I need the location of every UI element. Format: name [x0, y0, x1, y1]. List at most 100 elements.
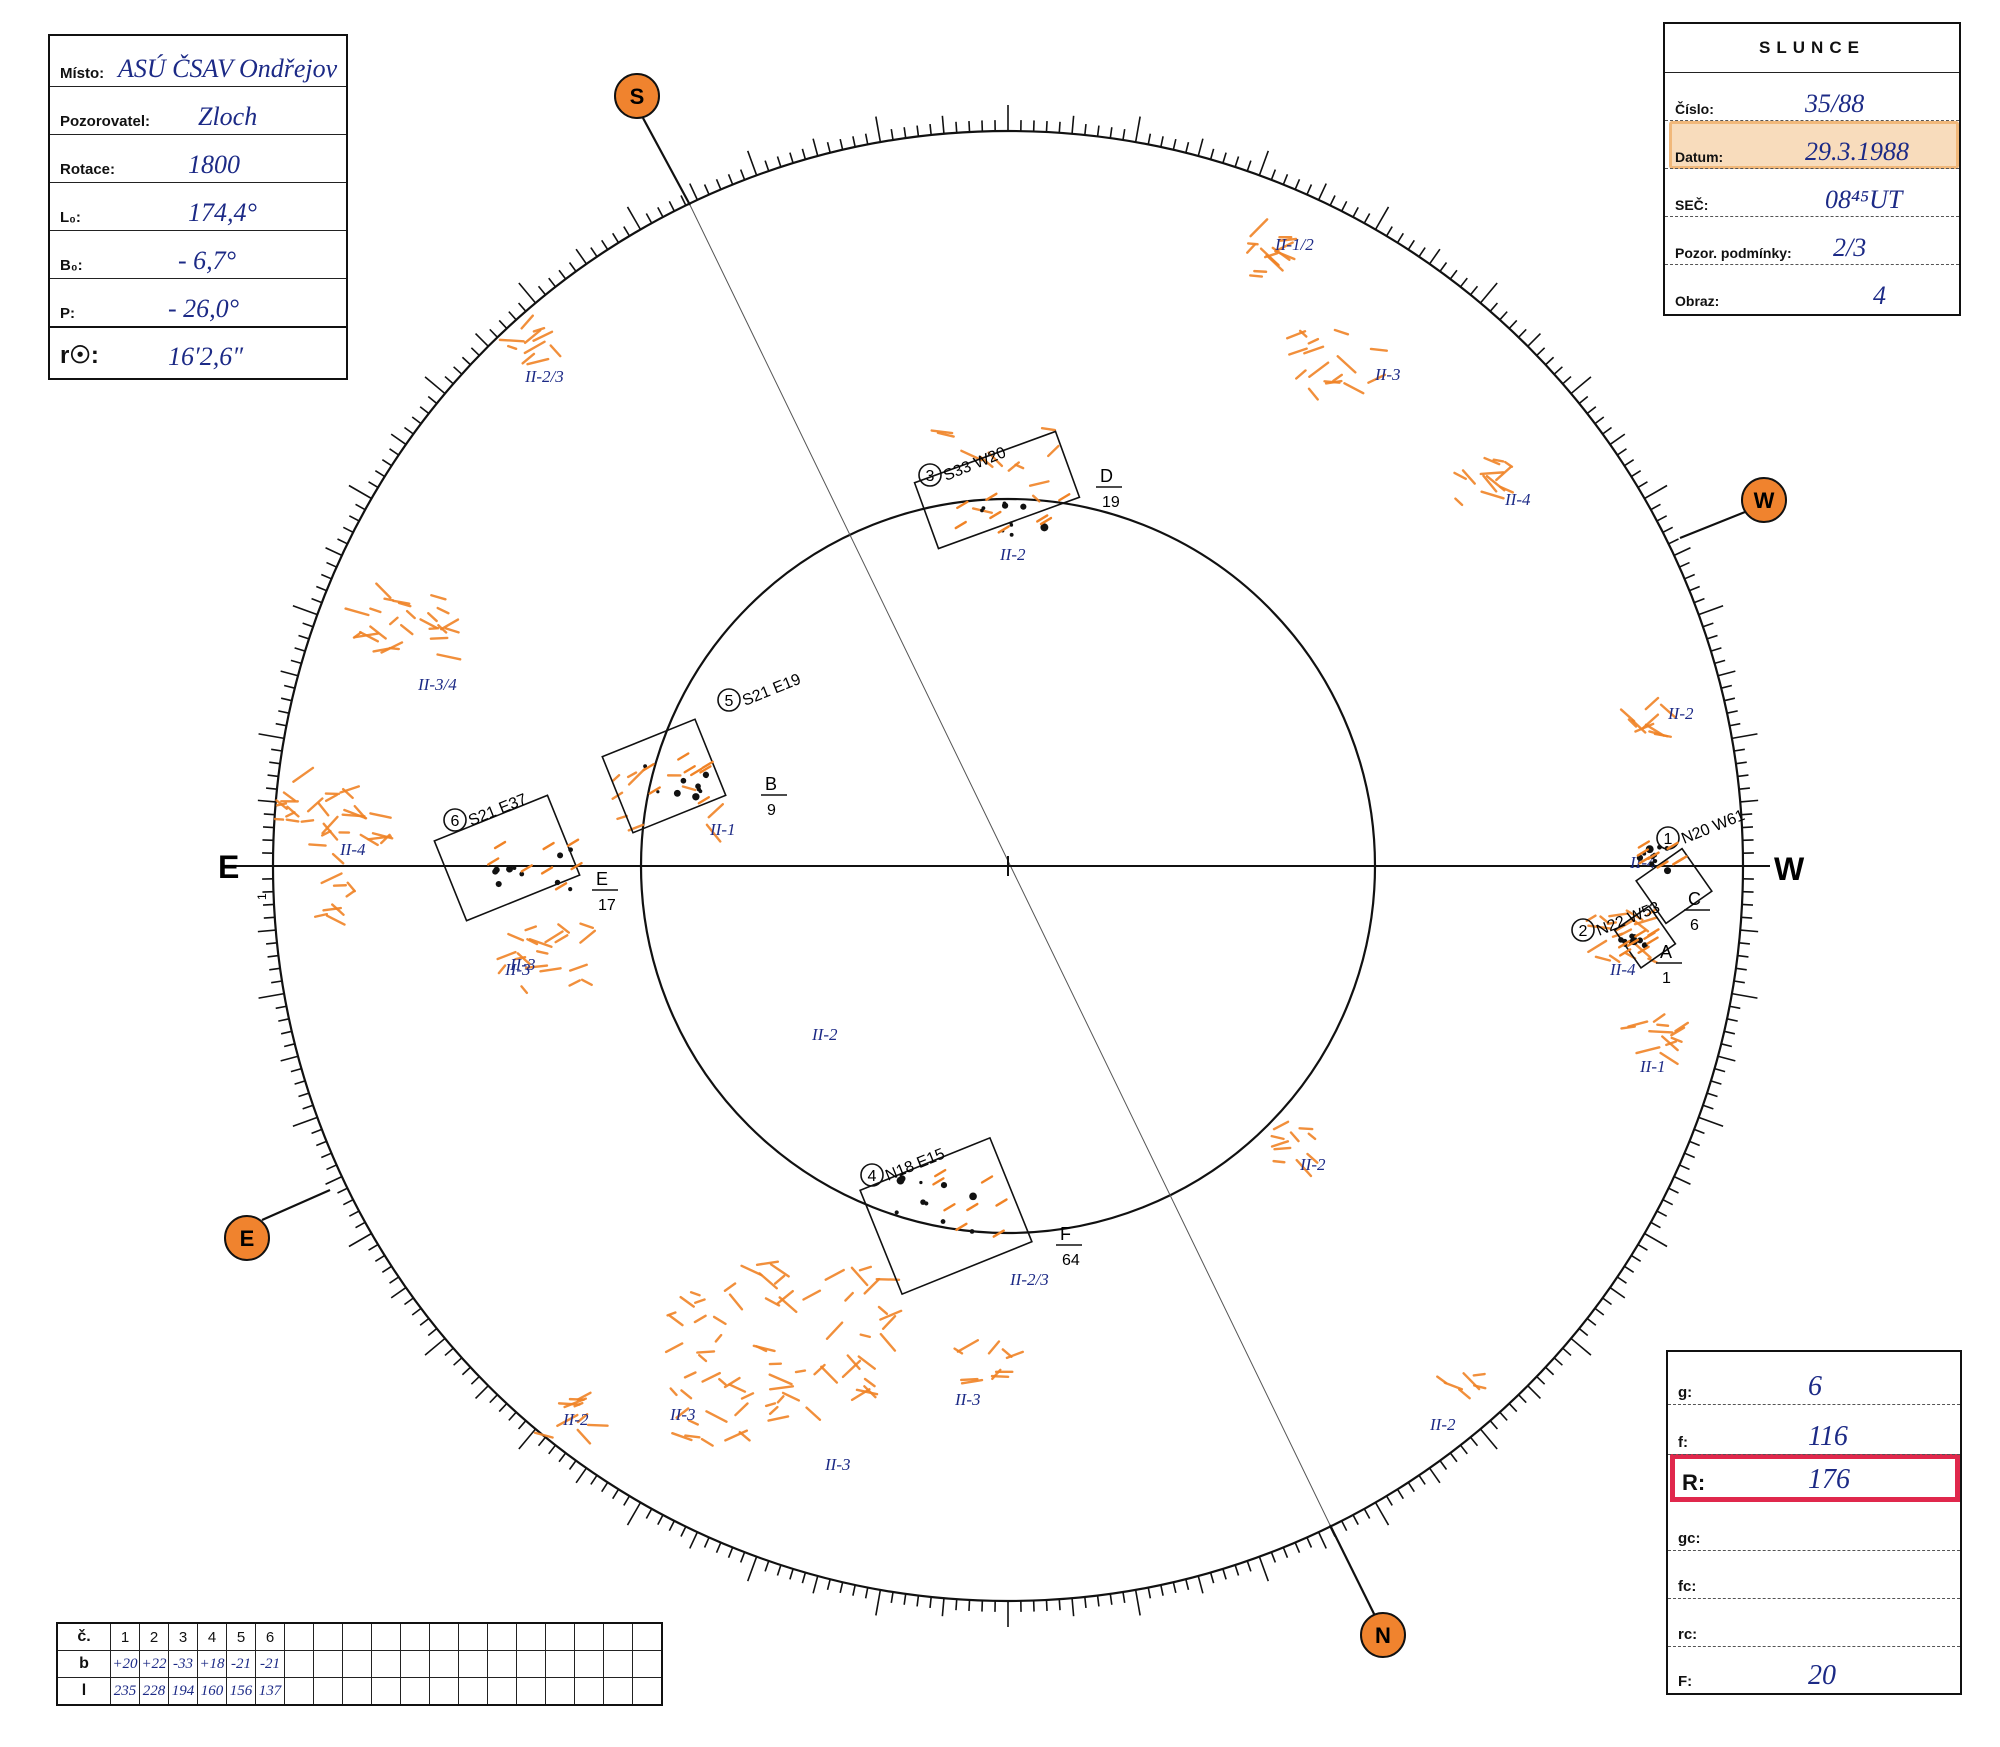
facula-stroke [875, 1277, 901, 1281]
facula-stroke [1646, 908, 1657, 916]
facula-stroke [1627, 718, 1638, 728]
facula-stroke [1626, 938, 1640, 948]
degree-tick [1439, 1460, 1448, 1470]
compass-n[interactable]: N [1360, 1612, 1406, 1658]
facula-stroke [317, 802, 330, 817]
facula-stroke [331, 852, 345, 865]
spot-group-number: 5 [725, 693, 734, 710]
degree-tick [826, 141, 831, 154]
table-cell-empty [458, 1650, 488, 1678]
degree-tick [1270, 1551, 1277, 1563]
facula-stroke [1587, 924, 1612, 930]
facula-stroke [995, 1198, 1008, 1207]
compass-e[interactable]: E [224, 1215, 270, 1261]
degree-tick [1616, 1276, 1627, 1284]
facula-stroke [954, 520, 967, 530]
degree-tick [601, 239, 609, 251]
facula-stroke [824, 1268, 845, 1281]
degree-tick [1656, 515, 1668, 522]
degree-tick [1731, 733, 1758, 740]
table-row-header: b [56, 1650, 111, 1678]
facula-stroke [1295, 369, 1307, 380]
facula-stroke [1303, 345, 1325, 355]
degree-tick [1185, 1578, 1190, 1591]
facula-stroke [400, 623, 414, 636]
degree-tick [517, 302, 527, 312]
spot-group-coords: S21 E37 [466, 791, 529, 830]
row-b0: B₀: - 6,7° [50, 230, 346, 279]
facula-stroke [764, 1402, 777, 1408]
degree-tick [1726, 710, 1738, 714]
spot-group-frame [1613, 905, 1677, 969]
spot-group-letter: A [1660, 942, 1672, 962]
degree-tick [1246, 1560, 1252, 1572]
degree-tick [1662, 526, 1674, 534]
degree-tick [348, 1210, 360, 1217]
degree-tick [548, 1444, 557, 1455]
compass-w[interactable]: W [1741, 477, 1787, 523]
facula-stroke [687, 1419, 700, 1426]
degree-tick [1459, 1444, 1468, 1455]
table-cell-empty [487, 1650, 517, 1678]
value-misto: ASÚ ČSAV Ondřejov [118, 54, 338, 83]
table-cell-empty [371, 1650, 401, 1678]
compass-s[interactable]: S [614, 73, 660, 119]
facula-class-label: II-1 [1639, 1057, 1665, 1076]
facula-stroke [755, 1260, 780, 1266]
facula-stroke [960, 1378, 984, 1385]
degree-tick [453, 366, 463, 375]
facula-stroke [282, 791, 296, 802]
degree-tick [890, 1591, 894, 1603]
degree-tick [280, 1030, 293, 1035]
sunspot [1618, 937, 1624, 943]
label-F: F: [1678, 1673, 1693, 1690]
facula-stroke [1643, 931, 1656, 940]
sunspot [519, 871, 525, 877]
degree-tick [1517, 328, 1527, 338]
facula-stroke [966, 1202, 979, 1212]
degree-tick [727, 1547, 734, 1558]
degree-tick [1684, 1152, 1696, 1159]
facula-stroke [532, 326, 546, 333]
degree-tick [498, 1402, 508, 1413]
facula-stroke [683, 765, 696, 774]
facula-stroke [768, 1405, 779, 1416]
degree-tick [263, 813, 275, 816]
degree-tick [1735, 967, 1747, 971]
facula-stroke [554, 882, 568, 891]
facula-stroke [1606, 921, 1618, 925]
facula-stroke [1634, 722, 1655, 733]
facula-stroke [959, 1377, 979, 1382]
degree-tick [1363, 1508, 1371, 1519]
degree-tick [1714, 1067, 1726, 1073]
degree-tick [1363, 213, 1371, 224]
facula-stroke [930, 429, 954, 435]
degree-tick [1609, 1286, 1626, 1299]
degree-tick [461, 1366, 472, 1376]
facula-stroke [705, 1410, 728, 1423]
degree-tick [1733, 748, 1745, 752]
degree-tick [498, 319, 508, 330]
degree-tick [1729, 722, 1741, 727]
degree-tick [374, 470, 386, 478]
facula-stroke [1263, 252, 1279, 259]
table-cell: -33 [168, 1650, 198, 1678]
degree-tick [1222, 1568, 1227, 1580]
facula-stroke [507, 932, 525, 942]
facula-stroke [579, 929, 597, 944]
facula-stroke [714, 1333, 723, 1343]
degree-tick [302, 1104, 314, 1110]
degree-tick [266, 942, 278, 945]
degree-tick [257, 799, 276, 803]
facula-stroke [570, 861, 583, 871]
facula-stroke [1674, 1021, 1690, 1033]
degree-tick [1058, 121, 1061, 133]
degree-tick [444, 1347, 454, 1357]
facula-stroke [697, 796, 711, 805]
degree-tick [668, 200, 676, 212]
